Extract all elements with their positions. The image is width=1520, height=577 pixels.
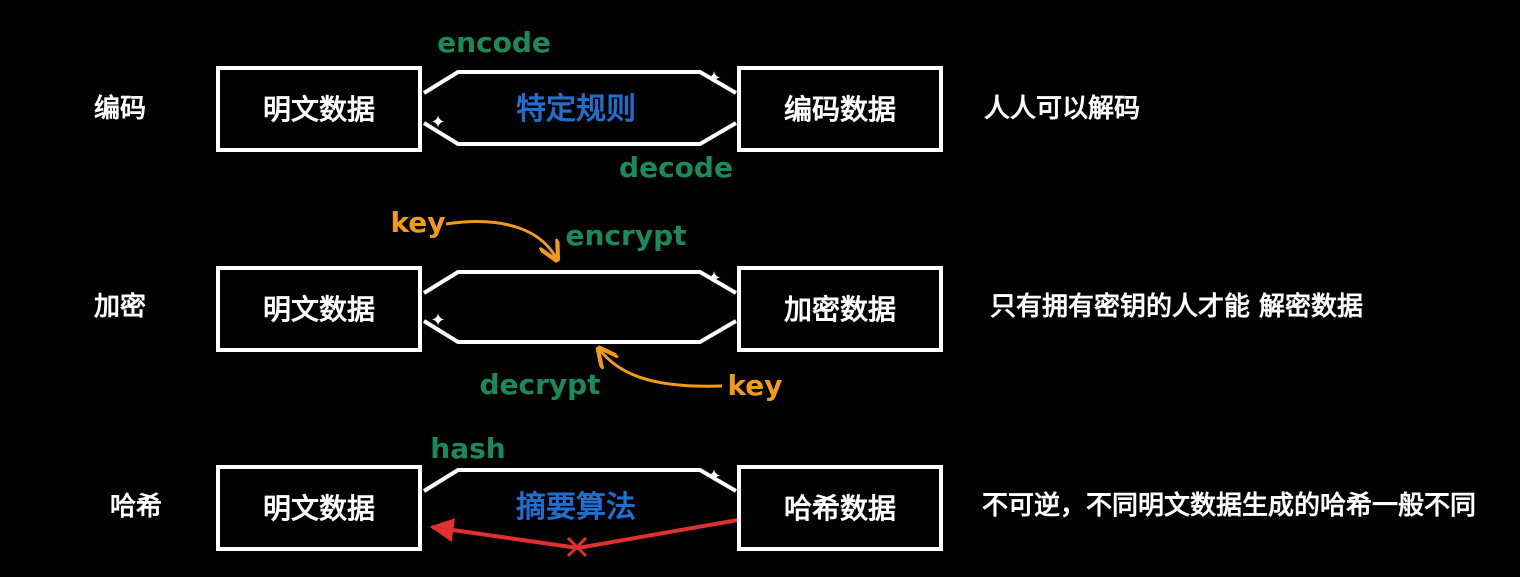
forward-arrowhead-icon: ✦ xyxy=(706,268,721,289)
decrypt-key-arrow xyxy=(600,350,723,388)
output-box-label: 编码数据 xyxy=(784,93,896,126)
input-box-label: 明文数据 xyxy=(263,93,375,126)
encrypt-key-label: key xyxy=(390,206,445,239)
cross-icon xyxy=(566,536,588,558)
forward-flow-line xyxy=(422,270,738,295)
input-box-label: 明文数据 xyxy=(263,293,375,326)
row-note: 只有拥有密钥的人才能 解密数据 xyxy=(990,291,1363,322)
center-rule-label: 特定规则 xyxy=(516,92,636,127)
forward-arrowhead-icon: ✦ xyxy=(706,466,721,487)
output-box xyxy=(737,266,943,352)
backward-flow-line xyxy=(422,319,738,344)
row-encryption: 加密 明文数据 ✦ ✦ encrypt decrypt key key 加密数据… xyxy=(94,206,1363,402)
row-label: 哈希 xyxy=(110,491,162,522)
backward-arrowhead-icon: ✦ xyxy=(430,310,445,331)
row-note: 不可逆，不同明文数据生成的哈希一般不同 xyxy=(982,490,1476,521)
output-box xyxy=(737,465,943,551)
input-box-label: 明文数据 xyxy=(263,492,375,525)
row-note: 人人可以解码 xyxy=(984,94,1140,124)
forward-arrowhead-icon: ✦ xyxy=(706,68,721,89)
row-label: 编码 xyxy=(94,93,146,124)
output-box xyxy=(737,66,943,152)
center-algorithm-label: 摘要算法 xyxy=(516,490,636,525)
output-box-label: 加密数据 xyxy=(784,293,896,326)
row-hashing: 哈希 明文数据 ✦ 摘要算法 hash 哈希数据 不可逆，不同明文数据生成的哈希… xyxy=(110,432,1476,558)
backward-arrowhead-icon: ✦ xyxy=(430,112,445,133)
forward-flow-line xyxy=(422,468,738,493)
output-box-label: 哈希数据 xyxy=(784,492,896,525)
backward-flow-line xyxy=(422,121,738,146)
decrypt-key-label: key xyxy=(727,369,782,402)
encode-label: encode xyxy=(437,26,551,59)
decrypt-label: decrypt xyxy=(479,368,600,401)
encrypt-key-arrow xyxy=(445,220,556,258)
encrypt-label: encrypt xyxy=(565,219,686,252)
input-box xyxy=(216,66,422,152)
input-box xyxy=(216,266,422,352)
input-box xyxy=(216,465,422,551)
row-label: 加密 xyxy=(94,291,146,322)
row-encoding: 编码 明文数据 ✦ ✦ 特定规则 encode decode 编码数据 人人可以… xyxy=(94,26,1140,184)
hash-label: hash xyxy=(430,432,505,465)
forward-flow-line xyxy=(422,70,738,95)
decode-label: decode xyxy=(619,151,733,184)
